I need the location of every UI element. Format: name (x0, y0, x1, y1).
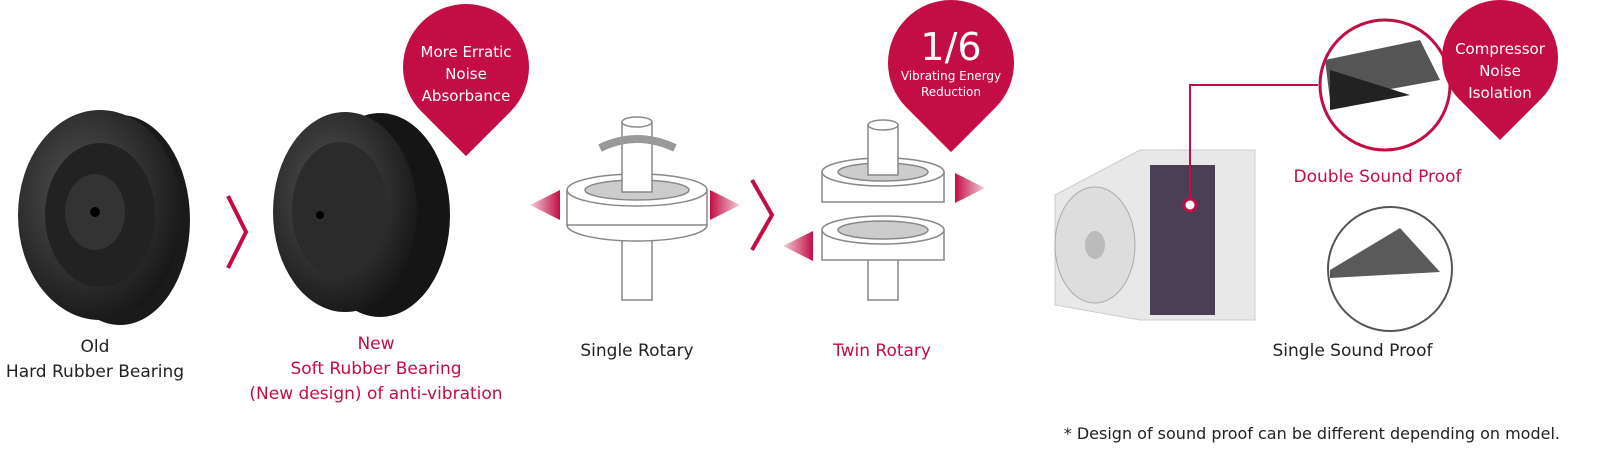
badge-big-value: 1/6 (920, 25, 982, 69)
single-rotary-image (530, 116, 740, 301)
noise-badge-text: More Erratic Noise Absorbance (403, 41, 529, 107)
caption-line: Old (80, 337, 110, 357)
old-bearing-caption: Old Hard Rubber Bearing (0, 335, 190, 385)
double-sound-proof-caption: Double Sound Proof (1293, 167, 1462, 187)
twin-rotary-caption: Twin Rotary (833, 341, 931, 361)
chevron-right-icon (750, 179, 775, 251)
single-sound-proof-image (1327, 206, 1453, 332)
caption-line: (New design) of anti-vibration (249, 384, 503, 404)
double-sound-proof-image (1318, 18, 1452, 152)
single-rotary-caption: Single Rotary (580, 341, 694, 361)
outdoor-unit-image (1054, 84, 1318, 321)
badge-line: More Erratic (420, 43, 512, 61)
badge-line: Isolation (1468, 84, 1532, 102)
old-bearing-image (18, 110, 190, 325)
twin-rotary-image (783, 119, 985, 301)
caption-line: New (357, 334, 395, 354)
badge-line: Noise (445, 65, 487, 83)
badge-line: Compressor (1455, 40, 1545, 58)
caption-line: Hard Rubber Bearing (5, 362, 185, 382)
footnote: * Design of sound proof can be different… (1063, 424, 1560, 443)
single-sound-proof-caption: Single Sound Proof (1272, 341, 1433, 361)
vibration-badge-text: 1/6 Vibrating Energy Reduction (888, 26, 1014, 100)
compressor-badge-text: Compressor Noise Isolation (1442, 38, 1558, 104)
new-bearing-image (273, 112, 450, 317)
badge-line: Reduction (921, 85, 981, 99)
new-bearing-caption: New Soft Rubber Bearing (New design) of … (226, 332, 526, 407)
badge-line: Absorbance (421, 87, 511, 105)
badge-line: Noise (1479, 62, 1521, 80)
chevron-right-icon (226, 195, 249, 269)
caption-line: Soft Rubber Bearing (290, 359, 462, 379)
badge-line: Vibrating Energy (900, 69, 1002, 83)
